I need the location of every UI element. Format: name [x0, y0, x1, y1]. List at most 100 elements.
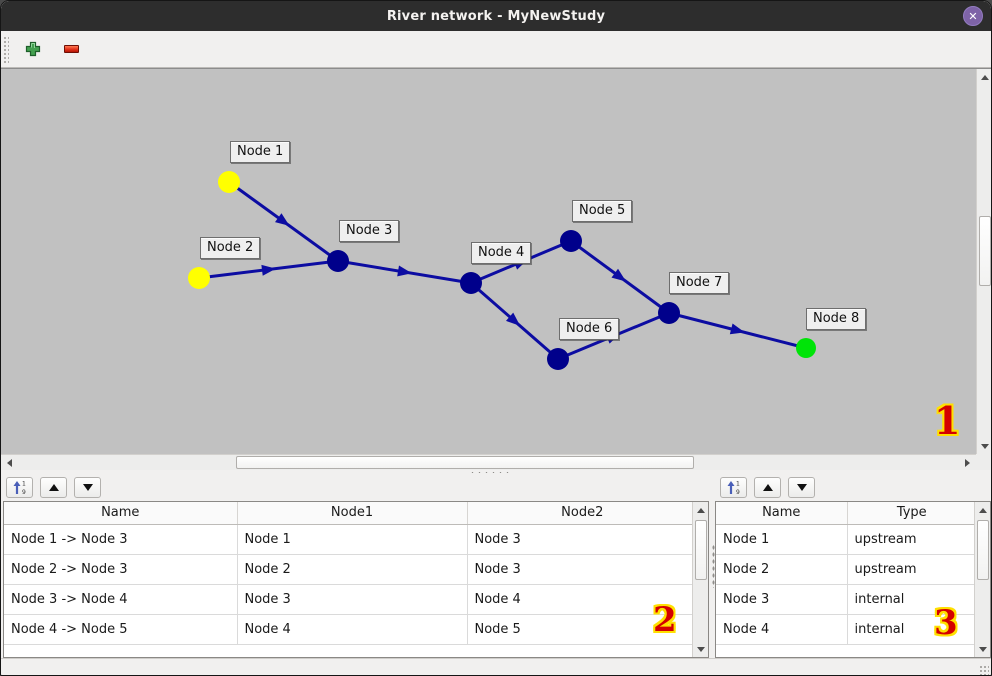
- arrow-up-icon: [978, 507, 987, 513]
- links-move-down-button[interactable]: [74, 477, 101, 498]
- sort-ascending-icon: 1 9: [13, 481, 26, 495]
- table-cell[interactable]: Node 2: [716, 554, 848, 585]
- arrow-up-icon: [696, 507, 705, 513]
- links-scroll-up-button[interactable]: [693, 504, 708, 516]
- table-cell[interactable]: Node 2 -> Node 3: [4, 554, 238, 585]
- arrow-up-icon: [981, 74, 989, 80]
- nodes-sort-button[interactable]: 1 9: [720, 477, 747, 498]
- table-cell[interactable]: Node 4 -> Node 5: [4, 614, 238, 645]
- table-cell[interactable]: Node 1: [237, 524, 468, 555]
- canvas-scroll-down-button[interactable]: [977, 440, 991, 452]
- resize-grip-icon[interactable]: [979, 665, 989, 675]
- links-scroll-down-button[interactable]: [693, 643, 708, 655]
- canvas-vscroll-thumb[interactable]: [979, 216, 991, 286]
- canvas-scroll-right-button[interactable]: [961, 455, 973, 471]
- nodes-scroll-down-button[interactable]: [975, 643, 990, 655]
- node-label: Node 5: [572, 200, 633, 222]
- canvas-hscroll-thumb[interactable]: [236, 456, 694, 469]
- table-cell[interactable]: Node 3: [467, 554, 697, 585]
- links-table-vscrollbar[interactable]: [692, 502, 708, 657]
- table-cell[interactable]: upstream: [847, 524, 976, 555]
- add-button[interactable]: [21, 37, 45, 61]
- table-cell[interactable]: Node 4: [716, 614, 848, 645]
- table-cell[interactable]: internal: [847, 584, 976, 615]
- horizontal-splitter[interactable]: [1, 470, 991, 474]
- links-toolbar: 1 9: [1, 474, 711, 501]
- nodes-scroll-up-button[interactable]: [975, 504, 990, 516]
- title-bar: River network - MyNewStudy ✕: [1, 1, 991, 31]
- triangle-up-icon: [48, 484, 59, 491]
- remove-button[interactable]: [59, 37, 83, 61]
- node-label: Node 1: [230, 141, 291, 163]
- link-arrow-icon: [397, 265, 412, 277]
- river-node[interactable]: [560, 230, 582, 252]
- links-vscroll-thumb[interactable]: [695, 520, 707, 580]
- river-node[interactable]: [460, 272, 482, 294]
- table-cell[interactable]: Node 3: [467, 524, 697, 555]
- table-cell[interactable]: Node 3: [716, 584, 848, 615]
- arrow-down-icon: [978, 646, 987, 652]
- nodes-move-up-button[interactable]: [754, 477, 781, 498]
- triangle-up-icon: [762, 484, 773, 491]
- links-move-up-button[interactable]: [40, 477, 67, 498]
- arrow-left-icon: [6, 459, 12, 467]
- nodes-vscroll-thumb[interactable]: [977, 520, 989, 580]
- nodes-move-down-button[interactable]: [788, 477, 815, 498]
- canvas-scroll-left-button[interactable]: [3, 455, 15, 471]
- links-sort-button[interactable]: 1 9: [6, 477, 33, 498]
- close-button[interactable]: ✕: [963, 6, 983, 26]
- table-cell[interactable]: Node 2: [237, 554, 468, 585]
- vertical-splitter[interactable]: [711, 474, 715, 658]
- nodes-toolbar: 1 9: [715, 474, 991, 501]
- toolbar-drag-handle[interactable]: [3, 36, 9, 63]
- node-label: Node 6: [559, 318, 620, 340]
- table-cell[interactable]: Node 1: [716, 524, 848, 555]
- river-node[interactable]: [327, 250, 349, 272]
- node-label: Node 8: [806, 308, 867, 330]
- table-cell[interactable]: Node 4: [467, 584, 697, 615]
- canvas-scroll-up-button[interactable]: [977, 71, 991, 83]
- river-node[interactable]: [218, 171, 240, 193]
- table-cell[interactable]: Node 4: [237, 614, 468, 645]
- table-cell[interactable]: Node 3: [237, 584, 468, 615]
- svg-text:1: 1: [736, 481, 740, 488]
- river-node[interactable]: [796, 338, 816, 358]
- river-node[interactable]: [658, 302, 680, 324]
- link-arrow-icon: [261, 264, 276, 276]
- river-node[interactable]: [188, 267, 210, 289]
- table-cell[interactable]: Node 5: [467, 614, 697, 645]
- canvas-hscrollbar[interactable]: [1, 454, 976, 470]
- table-cell[interactable]: upstream: [847, 554, 976, 585]
- splitter-grip-icon: [711, 544, 715, 588]
- column-header[interactable]: Node1: [237, 502, 468, 525]
- river-node[interactable]: [547, 348, 569, 370]
- table-cell[interactable]: Node 1 -> Node 3: [4, 524, 238, 555]
- plus-icon: [25, 41, 41, 57]
- splitter-grip-icon: [469, 471, 513, 474]
- window-title: River network - MyNewStudy: [386, 8, 606, 24]
- column-header[interactable]: Name: [4, 502, 238, 525]
- canvas-vscrollbar[interactable]: [976, 69, 991, 454]
- nodes-table-vscrollbar[interactable]: [974, 502, 990, 657]
- column-header[interactable]: Type: [847, 502, 976, 525]
- svg-text:9: 9: [736, 489, 740, 495]
- table-cell[interactable]: internal: [847, 614, 976, 645]
- column-header[interactable]: Name: [716, 502, 848, 525]
- table-cell[interactable]: Node 3 -> Node 4: [4, 584, 238, 615]
- column-header[interactable]: Node2: [467, 502, 697, 525]
